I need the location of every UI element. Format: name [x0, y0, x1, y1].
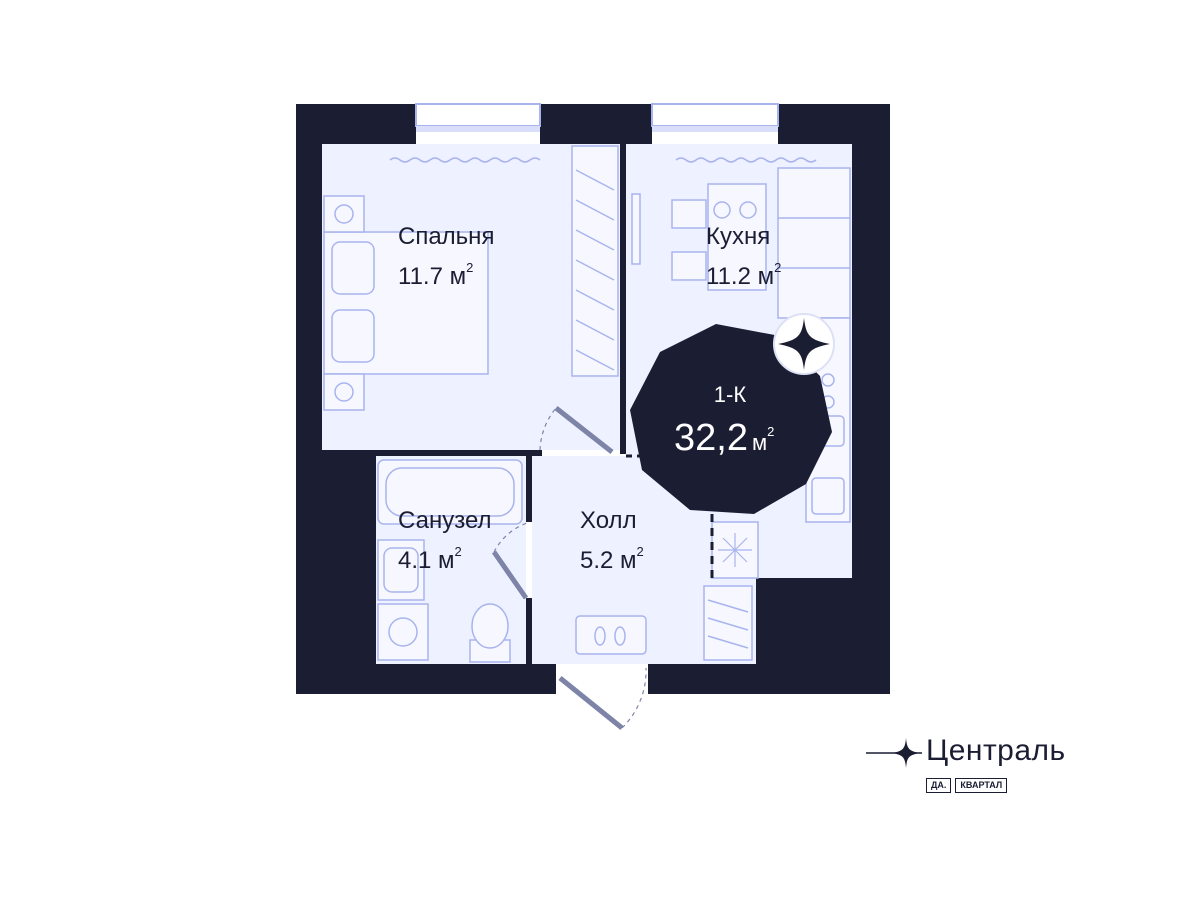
walls — [296, 104, 890, 694]
wall-partition-bedroom-bath — [322, 450, 542, 456]
kitchen-area: 11.2 м2 — [706, 260, 781, 290]
bathroom-label: Санузел — [398, 507, 492, 534]
toilet — [469, 603, 511, 663]
brand-sparkle-icon — [866, 738, 922, 768]
door-entrance — [558, 676, 624, 730]
curtains — [389, 157, 817, 163]
bedroom-area: 11.7 м2 — [398, 260, 473, 290]
wall-partition-bedroom-kitchen — [620, 140, 626, 454]
sparkle-icon — [778, 318, 830, 370]
kitchen-label: Кухня — [706, 223, 770, 250]
wardrobe — [571, 145, 619, 377]
wall-partition-bath-hall — [526, 456, 532, 522]
hall-label: Холл — [580, 507, 637, 534]
wall-bottom-right — [648, 664, 890, 694]
bed — [323, 195, 489, 411]
wall-left-upper — [296, 104, 322, 460]
brand-tag-da: ДА. — [926, 778, 952, 793]
brand-logo: Централь ДА. КВАРТАЛ — [866, 734, 1096, 794]
badge-type: 1-К — [714, 382, 747, 407]
bathroom-area: 4.1 м2 — [398, 544, 462, 574]
wall-bottom-left — [296, 664, 556, 694]
hall-area: 5.2 м2 — [580, 544, 644, 574]
brand-tag-kvartal: КВАРТАЛ — [955, 778, 1008, 793]
doormat — [575, 615, 647, 655]
window-kitchen — [651, 103, 779, 127]
windows — [415, 103, 779, 132]
window-bedroom — [415, 103, 541, 127]
hall-wardrobe — [703, 585, 753, 661]
bedroom-label: Спальня — [398, 223, 494, 250]
wall-top-middle — [540, 104, 652, 144]
brand-name: Централь — [926, 734, 1066, 767]
sink — [377, 539, 425, 601]
wall-partition-bath-hall-lower — [526, 598, 532, 664]
wall-left-lower — [296, 456, 376, 692]
bathtub — [377, 459, 523, 525]
door-bedroom — [554, 406, 614, 454]
fridge — [711, 521, 759, 579]
door-bathroom — [491, 550, 529, 600]
washing-machine — [377, 603, 429, 661]
brand-tags: ДА. КВАРТАЛ — [926, 778, 1008, 793]
badge-octagon — [630, 324, 832, 514]
